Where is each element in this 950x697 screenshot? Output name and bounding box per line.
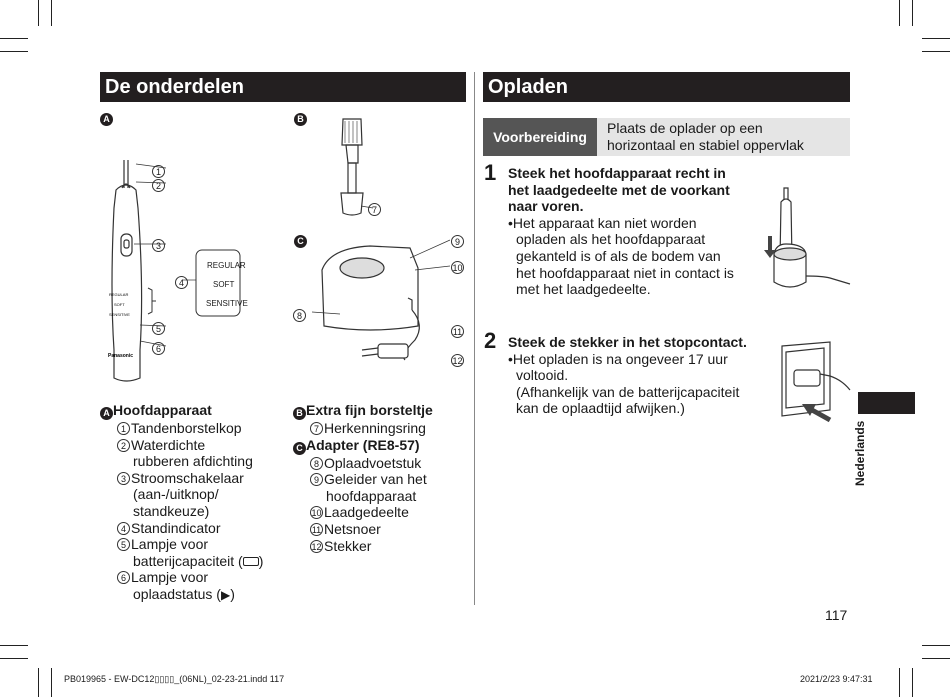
list-item-continuation: standkeuze) [133,502,210,519]
callout-9: 9 [451,233,465,251]
callout-3: 3 [152,237,166,255]
language-label: Nederlands [853,420,867,486]
crop-mark [922,38,950,39]
battery-icon [242,556,259,566]
crop-mark [922,658,950,659]
step-2-bullet-line: kan de oplaadtijd afwijken.) [516,400,685,417]
callout-12: 12 [451,354,464,367]
step-1-number: 1 [484,160,497,185]
crop-mark [0,658,28,659]
column-divider [474,72,475,605]
figure-label-c-inline: C [293,441,306,455]
step-1-title: Steek het hoofdapparaat recht in [508,165,726,181]
indicator-regular: REGULAR [207,261,246,270]
page-number: 117 [825,607,848,623]
step-1-bullet-line: gekanteld is of als de bodem van [516,247,721,264]
crop-mark [0,51,28,52]
preparation-tag: Voorbereiding [483,118,597,156]
crop-mark [922,645,950,646]
svg-text:SOFT: SOFT [114,302,125,307]
callout-10: 10 [451,261,464,274]
list-item-continuation: rubberen afdichting [133,453,253,470]
step-1-bullet: •Het apparaat kan niet worden [508,214,697,231]
callout-1: 1 [152,163,166,181]
list-item-continuation: oplaadstatus (▶) [133,585,235,602]
crop-mark [912,0,913,26]
toothbrush-main-unit-illustration: REGULAR SOFT SENSITIVE Panasonic [108,160,241,382]
step-2-number: 2 [484,328,497,353]
callout-7: 7 [368,201,382,219]
charging-heading: Opladen [483,72,850,102]
language-tab [858,392,915,414]
indicator-soft: SOFT [213,280,235,289]
charger-illustration [311,239,451,361]
parts-heading: De onderdelen [100,72,466,102]
step-2-bullet-line: (Afhankelijk van de batterijcapaciteit [516,383,740,400]
crop-mark [0,645,28,646]
crop-mark [51,668,52,697]
list-item-continuation: (aan-/uitknop/ [133,486,219,503]
charging-insert-illustration [764,187,851,288]
callout-11: 11 [451,325,464,338]
figure-label-b: B [294,113,307,126]
crop-mark [912,668,913,697]
callout-4: 4 [175,274,189,292]
step-2-bullet-line: voltooid. [516,367,569,384]
step-1-bullet-line: met het laadgedeelte. [516,281,651,298]
list-item-continuation: batterijcapaciteit () [133,552,264,569]
step-1: Steek het hoofdapparaat recht in het laa… [508,165,768,298]
preparation-text: Plaats de oplader op een horizontaal en … [597,118,850,156]
callout-6: 6 [152,340,166,358]
crop-mark [51,0,52,26]
brand-logo: Panasonic [108,353,133,359]
indicator-sensitive: SENSITIVE [206,299,248,308]
plug-icon: ▶ [220,587,231,602]
svg-text:SENSITIVE: SENSITIVE [109,312,130,317]
figure-label-c: C [294,235,307,248]
figure-label-b-inline: B [293,407,306,420]
crop-mark [0,38,28,39]
crop-mark [922,51,950,52]
step-1-bullet-line: het hoofdapparaat niet in contact is [516,264,734,281]
footer-file-info: PB019965 - EW-DC12▯▯▯▯_(06NL)_02-23-21.i… [64,674,285,684]
figure-label-a-inline: A [100,407,113,420]
step-1-title: naar voren. [508,198,584,215]
callout-5: 5 [152,320,166,338]
figure-label-a: A [100,113,113,126]
step-1-bullet-line: opladen als het hoofdapparaat [516,231,706,248]
crop-mark [38,668,39,697]
step-2-title: Steek de stekker in het stopcontact. [508,334,747,350]
crop-mark [38,0,39,26]
callout-8: 8 [293,307,307,325]
crop-mark [899,0,900,26]
step-2: Steek de stekker in het stopcontact. •He… [508,334,768,417]
step-2-bullet: •Het opladen is na ongeveer 17 uur [508,350,728,367]
svg-text:REGULAR: REGULAR [109,292,128,297]
plug-in-outlet-illustration [781,341,851,423]
step-1-title: het laadgedeelte met de voorkant [508,181,730,198]
footer-timestamp: 2021/2/23 9:47:31 [800,674,873,684]
callout-2: 2 [152,177,166,195]
crop-mark [899,668,900,697]
list-item-continuation: hoofdapparaat [326,487,417,504]
